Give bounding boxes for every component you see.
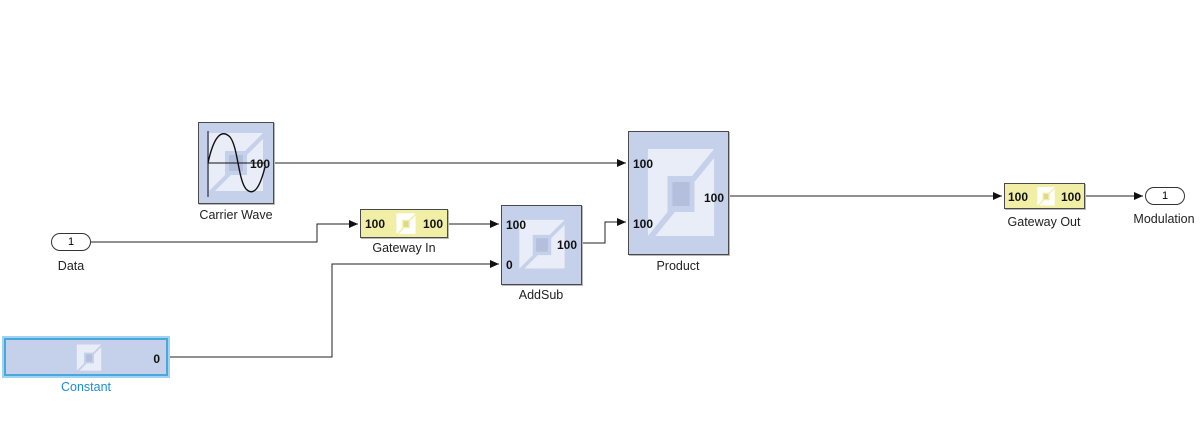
- xilinx-logo-icon: [519, 219, 565, 269]
- addsub-input-port-2: 0: [506, 258, 513, 272]
- xilinx-logo-icon: [1037, 186, 1055, 206]
- gateway-out-label: Gateway Out: [1007, 215, 1081, 229]
- constant-label: Constant: [60, 380, 112, 394]
- line-addsub-to-product: [582, 218, 626, 244]
- xilinx-logo-icon: [647, 149, 715, 236]
- gateway-in-input-port: 100: [365, 217, 386, 231]
- carrier-wave-output-port: 100: [249, 157, 270, 171]
- carrier-wave-label: Carrier Wave: [199, 208, 273, 222]
- product-output-port: 100: [703, 191, 724, 205]
- gateway-in-block[interactable]: 100 100: [360, 209, 448, 238]
- sine-wave-icon: [207, 131, 266, 197]
- carrier-wave-block[interactable]: 100: [198, 122, 274, 204]
- product-input-port-1: 100: [633, 157, 654, 171]
- line-data-to-gateway-in: [91, 220, 358, 243]
- gateway-in-label: Gateway In: [372, 241, 436, 255]
- xilinx-logo-icon: [76, 344, 102, 371]
- modulation-outport[interactable]: 1: [1145, 187, 1185, 205]
- gateway-out-output-port: 100: [1060, 190, 1081, 204]
- addsub-input-port-1: 100: [506, 218, 527, 232]
- data-inport[interactable]: 1: [51, 233, 91, 251]
- line-constant-to-addsub: [168, 260, 499, 358]
- product-label: Product: [656, 259, 700, 273]
- gateway-out-block[interactable]: 100 100: [1004, 183, 1085, 209]
- product-input-port-2: 100: [633, 217, 654, 231]
- addsub-block[interactable]: 100 0 100: [501, 205, 582, 285]
- gateway-in-output-port: 100: [422, 217, 443, 231]
- data-inport-label: Data: [57, 259, 85, 273]
- addsub-label: AddSub: [518, 288, 564, 302]
- xilinx-logo-icon: [396, 213, 416, 234]
- constant-output-port: 0: [153, 352, 160, 366]
- gateway-out-input-port: 100: [1008, 190, 1029, 204]
- addsub-output-port: 100: [556, 238, 577, 252]
- modulation-outport-label: Modulation: [1133, 212, 1195, 226]
- product-block[interactable]: 100 100 100: [628, 131, 729, 255]
- constant-block[interactable]: 0: [4, 338, 168, 376]
